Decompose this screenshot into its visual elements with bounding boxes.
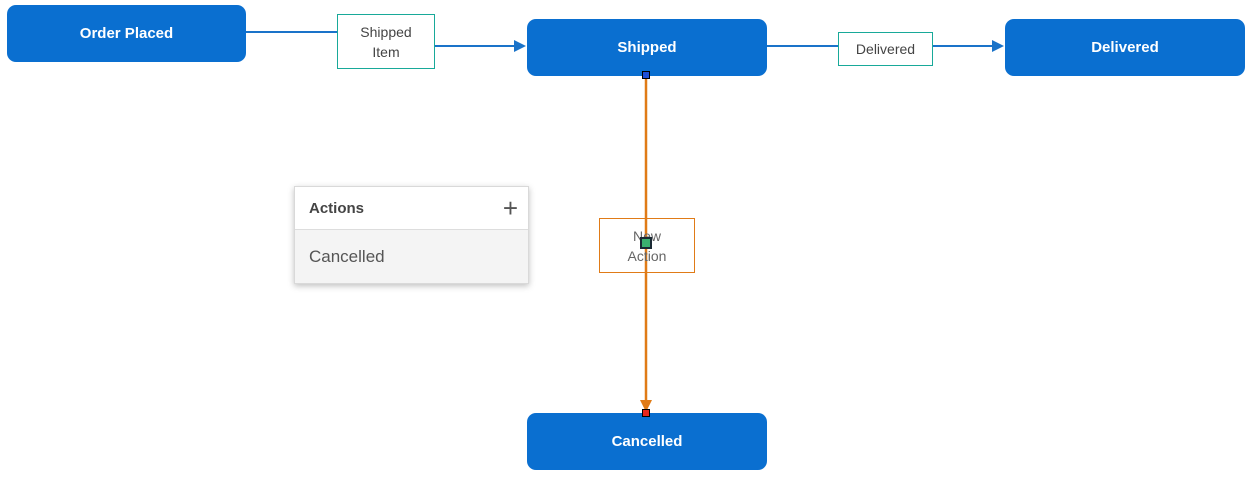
node-cancelled[interactable]: Cancelled	[527, 413, 767, 470]
edge-label-new-action[interactable]: New Action	[599, 218, 695, 273]
node-order-placed[interactable]: Order Placed	[7, 5, 246, 62]
edge-label-shipped-item[interactable]: Shipped Item	[337, 14, 435, 69]
edge-target-handle[interactable]	[642, 409, 650, 417]
add-action-icon[interactable]: +	[502, 193, 518, 223]
actions-panel: Actions + Cancelled	[294, 186, 529, 284]
edge-label-delivered[interactable]: Delivered	[838, 32, 933, 66]
edge-source-handle[interactable]	[642, 71, 650, 79]
edge-midpoint-handle[interactable]	[640, 237, 652, 249]
node-shipped[interactable]: Shipped	[527, 19, 767, 76]
node-delivered[interactable]: Delivered	[1005, 19, 1245, 76]
action-item-cancelled[interactable]: Cancelled	[309, 246, 385, 266]
actions-panel-header: Actions +	[295, 187, 528, 230]
actions-panel-title: Actions	[309, 199, 365, 217]
